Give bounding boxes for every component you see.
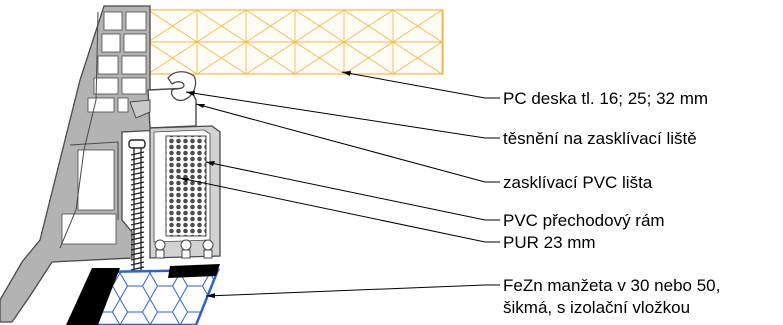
label-pvc-frame: PVC přechodový rám — [503, 211, 665, 230]
leader-arrowheads — [180, 71, 351, 298]
label-pur: PUR 23 mm — [503, 233, 596, 252]
frame-clips — [154, 239, 214, 259]
label-sleeve-line1: FeZn manžeta v 30 nebo 50, — [503, 276, 721, 295]
leader-lines — [179, 71, 500, 297]
pur-insulation — [165, 135, 207, 237]
label-pc-board: PC deska tl. 16; 25; 32 mm — [503, 89, 709, 108]
label-seal: těsnění na zasklívací liště — [503, 129, 697, 148]
pc-board — [147, 9, 444, 75]
label-sleeve-line2: šikmá, s izolační vložkou — [503, 298, 691, 317]
fezn-sleeve — [66, 264, 220, 325]
label-glazing-bead: zasklívací PVC lišta — [503, 173, 653, 192]
frame-profile — [0, 5, 163, 323]
